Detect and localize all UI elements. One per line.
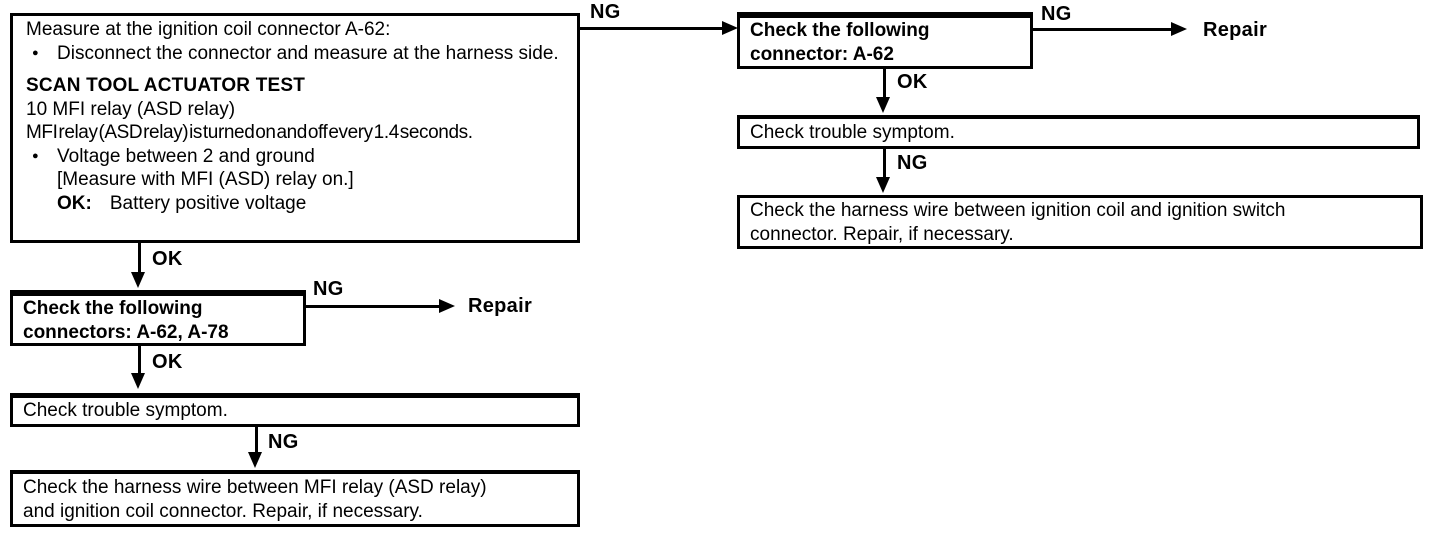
bullet-icon: ● bbox=[32, 149, 39, 162]
check-connector-line1: Check the following bbox=[750, 20, 930, 41]
terminal-repair-top: Repair bbox=[1203, 19, 1268, 41]
edge-connectors-to-symptom-line bbox=[138, 346, 141, 375]
arrowhead-down-icon bbox=[876, 177, 890, 193]
arrowhead-down-icon bbox=[131, 272, 145, 288]
edge-symptom-left-to-harness-line bbox=[255, 427, 258, 454]
edge-label-ok: OK bbox=[897, 71, 928, 93]
edge-connectors-to-repair-line bbox=[306, 305, 441, 308]
node-harness-left: Check the harness wire between MFI relay… bbox=[10, 470, 580, 527]
node-measure-ignition-coil: Measure at the ignition coil connector A… bbox=[10, 13, 580, 243]
edge-label-ng: NG bbox=[897, 152, 928, 174]
terminal-repair-left: Repair bbox=[468, 295, 533, 317]
edge-label-ok: OK bbox=[152, 351, 183, 373]
measure-ok-label: OK: bbox=[57, 192, 92, 214]
node-harness-right: Check the harness wire between ignition … bbox=[737, 195, 1423, 249]
measure-bullet-disconnect-text: Disconnect the connector and measure at … bbox=[57, 42, 559, 64]
harness-left-line2: and ignition coil connector. Repair, if … bbox=[23, 501, 423, 522]
measure-bullet-voltage: ● Voltage between 2 and ground bbox=[26, 145, 569, 169]
node-check-connector-a62: Check the following connector: A-62 bbox=[737, 12, 1033, 69]
edge-label-ng: NG bbox=[1041, 3, 1072, 25]
measure-line-relay: 10 MFI relay (ASD relay) bbox=[26, 98, 236, 120]
arrowhead-down-icon bbox=[876, 97, 890, 113]
check-connectors-line1: Check the following bbox=[23, 298, 203, 319]
node-symptom-right: Check trouble symptom. bbox=[737, 115, 1420, 149]
harness-left-line1: Check the harness wire between MFI relay… bbox=[23, 477, 487, 498]
measure-note: [Measure with MFI (ASD) relay on.] bbox=[57, 169, 354, 190]
arrowhead-right-icon bbox=[722, 21, 738, 35]
node-check-connectors-a62-a78: Check the following connectors: A-62, A-… bbox=[10, 290, 306, 346]
edge-measure-to-connectors-line bbox=[138, 243, 141, 274]
check-connectors-line2: connectors: A-62, A-78 bbox=[23, 321, 229, 343]
edge-symptom-to-harness-line bbox=[883, 149, 886, 179]
measure-title: Measure at the ignition coil connector A… bbox=[26, 19, 391, 40]
edge-label-ng: NG bbox=[313, 278, 344, 300]
arrowhead-right-icon bbox=[439, 299, 455, 313]
edge-label-ng: NG bbox=[268, 431, 299, 453]
measure-bullet-disconnect: ● Disconnect the connector and measure a… bbox=[26, 42, 569, 66]
harness-right-line2: connector. Repair, if necessary. bbox=[750, 224, 1014, 245]
harness-right-line1: Check the harness wire between ignition … bbox=[750, 200, 1286, 221]
arrowhead-down-icon bbox=[131, 373, 145, 389]
check-connector-line2: connector: A-62 bbox=[750, 43, 894, 65]
bullet-icon: ● bbox=[32, 46, 39, 59]
node-symptom-left: Check trouble symptom. bbox=[10, 393, 580, 427]
measure-bullet-voltage-text: Voltage between 2 and ground bbox=[57, 145, 315, 167]
measure-ok-value: Battery positive voltage bbox=[109, 192, 307, 214]
measure-line-cycle: MFI relay (ASD relay) is turned on and o… bbox=[26, 122, 473, 143]
measure-heading-scan-tool: SCAN TOOL ACTUATOR TEST bbox=[26, 75, 306, 96]
edge-connector-to-repair-line bbox=[1033, 28, 1173, 31]
edge-connector-to-symptom-line bbox=[883, 68, 886, 99]
symptom-right-text: Check trouble symptom. bbox=[750, 121, 955, 143]
symptom-left-text: Check trouble symptom. bbox=[23, 400, 228, 422]
edge-label-ok: OK bbox=[152, 248, 183, 270]
edge-measure-to-connector-line bbox=[580, 27, 724, 30]
arrowhead-down-icon bbox=[248, 452, 262, 468]
measure-ok-line: OK: Battery positive voltage bbox=[26, 192, 569, 216]
arrowhead-right-icon bbox=[1171, 22, 1187, 36]
edge-label-ng: NG bbox=[590, 1, 621, 23]
